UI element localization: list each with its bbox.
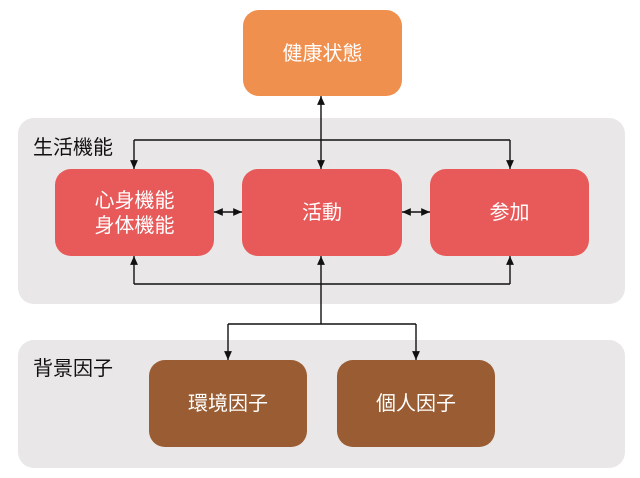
personal-factors-label: 個人因子 <box>376 391 456 415</box>
contextual-factors-panel <box>18 340 625 468</box>
environmental-factors-box: 環境因子 <box>149 360 307 447</box>
environmental-factors-label: 環境因子 <box>188 391 268 415</box>
body-functions-box: 心身機能 身体機能 <box>55 169 214 256</box>
body-functions-line1: 心身機能 <box>94 187 175 212</box>
participation-label: 参加 <box>489 200 530 224</box>
activity-box: 活動 <box>242 169 402 256</box>
participation-box: 参加 <box>430 169 589 256</box>
health-condition-label: 健康状態 <box>282 40 363 65</box>
personal-factors-box: 個人因子 <box>337 360 495 447</box>
activity-label: 活動 <box>302 200 342 224</box>
body-functions-line2: 身体機能 <box>94 212 175 237</box>
health-condition-box: 健康状態 <box>243 10 402 96</box>
contextual-factors-panel-title: 背景因子 <box>33 356 113 380</box>
functioning-panel-title: 生活機能 <box>33 135 113 159</box>
